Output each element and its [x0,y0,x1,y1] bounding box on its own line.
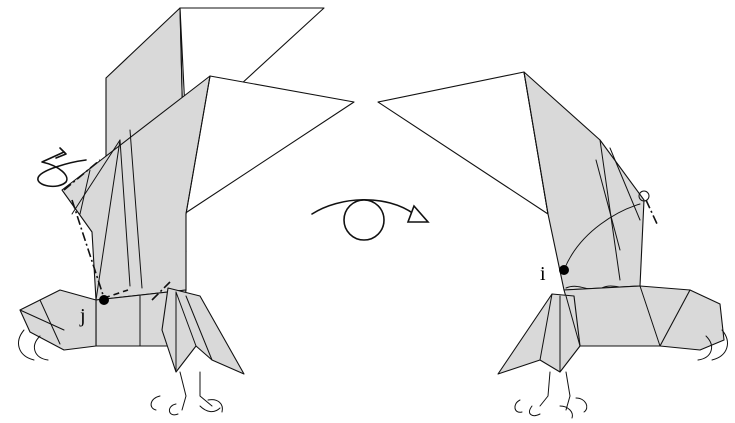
turn-over-symbol [312,200,428,240]
point-j-label: j [79,305,86,327]
right-mountain-fold [646,200,658,226]
right-leg [498,294,587,418]
right-body [524,72,644,290]
point-j-marker [99,295,109,305]
right-front-wing [378,72,548,214]
left-leg [151,288,244,415]
point-i-label: i [540,263,546,285]
point-i-marker [559,265,569,275]
left-front-wing [184,76,354,214]
left-eagle: j [19,8,354,415]
right-eagle: i [378,72,727,418]
